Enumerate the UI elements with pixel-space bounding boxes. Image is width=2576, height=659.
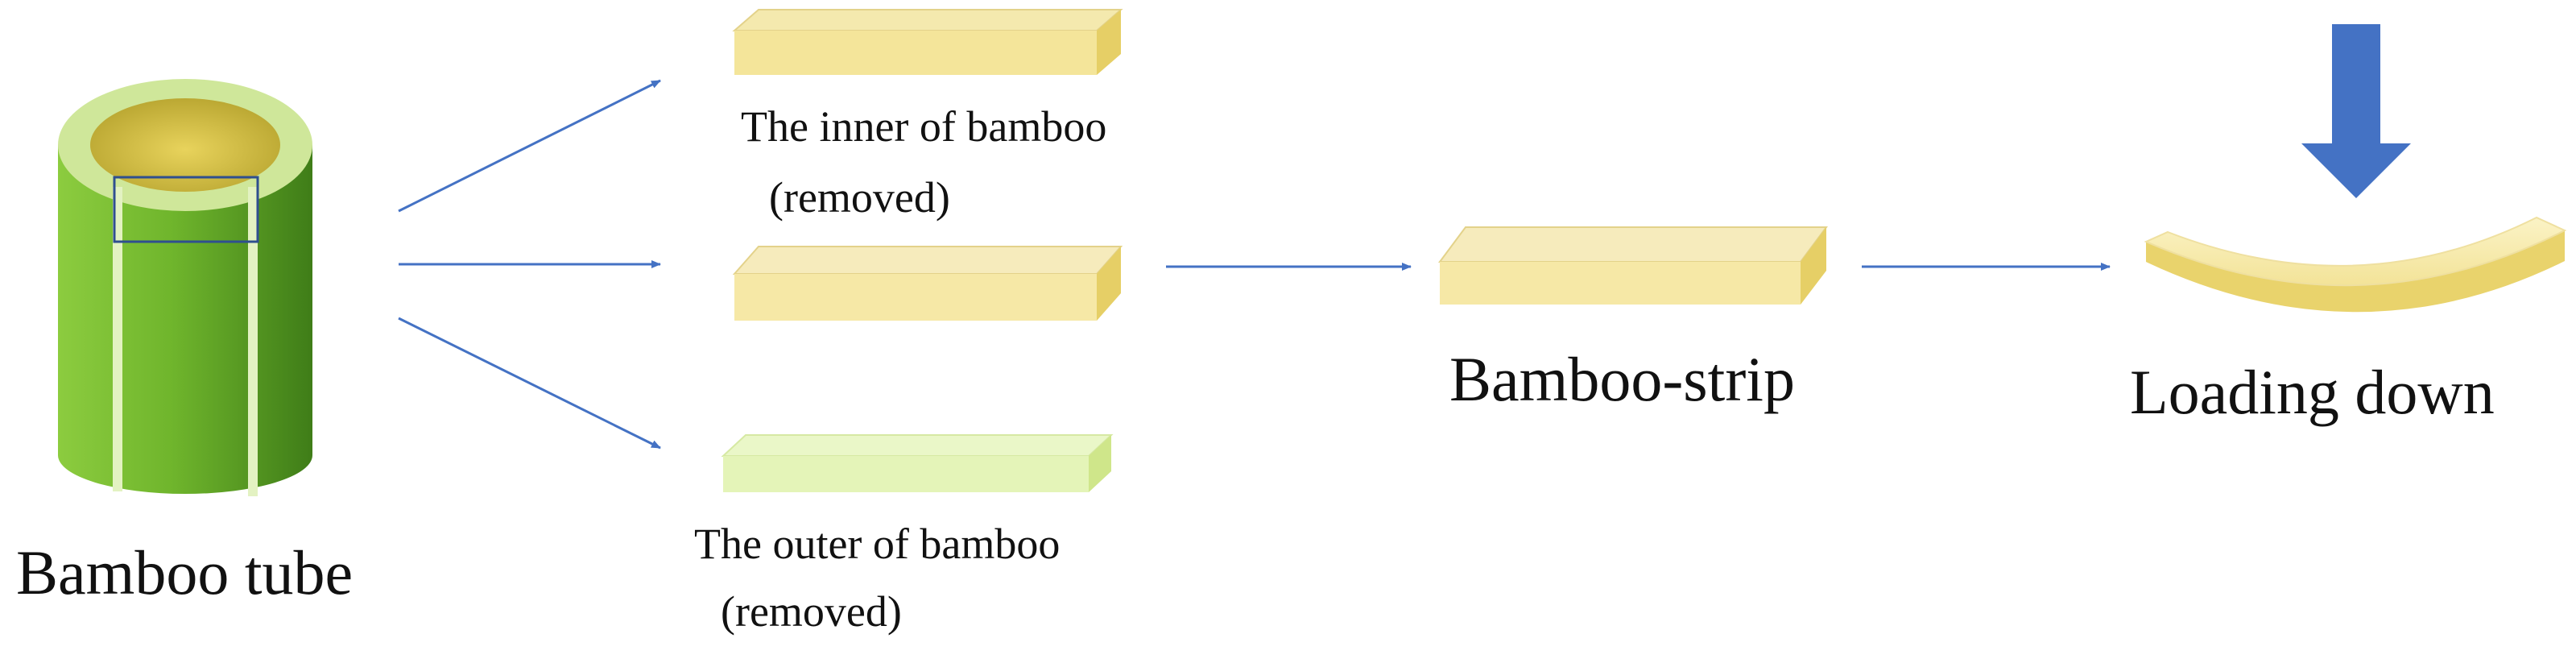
tube-highlight-box xyxy=(113,176,259,243)
arrow-to-outer xyxy=(398,317,661,450)
bamboo-tube-label: Bamboo tube xyxy=(16,537,354,607)
curved-strip xyxy=(2144,216,2567,313)
tube-slot-left xyxy=(113,187,122,491)
bamboo-strip xyxy=(1438,226,1828,305)
bamboo-tube xyxy=(58,79,312,496)
outer-strip xyxy=(721,434,1114,492)
inner-removed-label: (removed) xyxy=(769,173,950,222)
outer-label: The outer of bamboo xyxy=(694,520,1061,568)
bamboo-strip-label: Bamboo-strip xyxy=(1449,344,1795,414)
arrow-to-inner xyxy=(398,79,661,213)
outer-removed-label: (removed) xyxy=(721,587,902,636)
load-down-arrow xyxy=(2301,24,2411,198)
inner-label: The inner of bamboo xyxy=(741,102,1107,151)
middle-strip xyxy=(732,246,1123,321)
tube-bore xyxy=(90,98,280,192)
loading-down-label: Loading down xyxy=(2130,357,2495,427)
tube-slot-right xyxy=(248,187,258,496)
inner-strip xyxy=(732,9,1123,75)
